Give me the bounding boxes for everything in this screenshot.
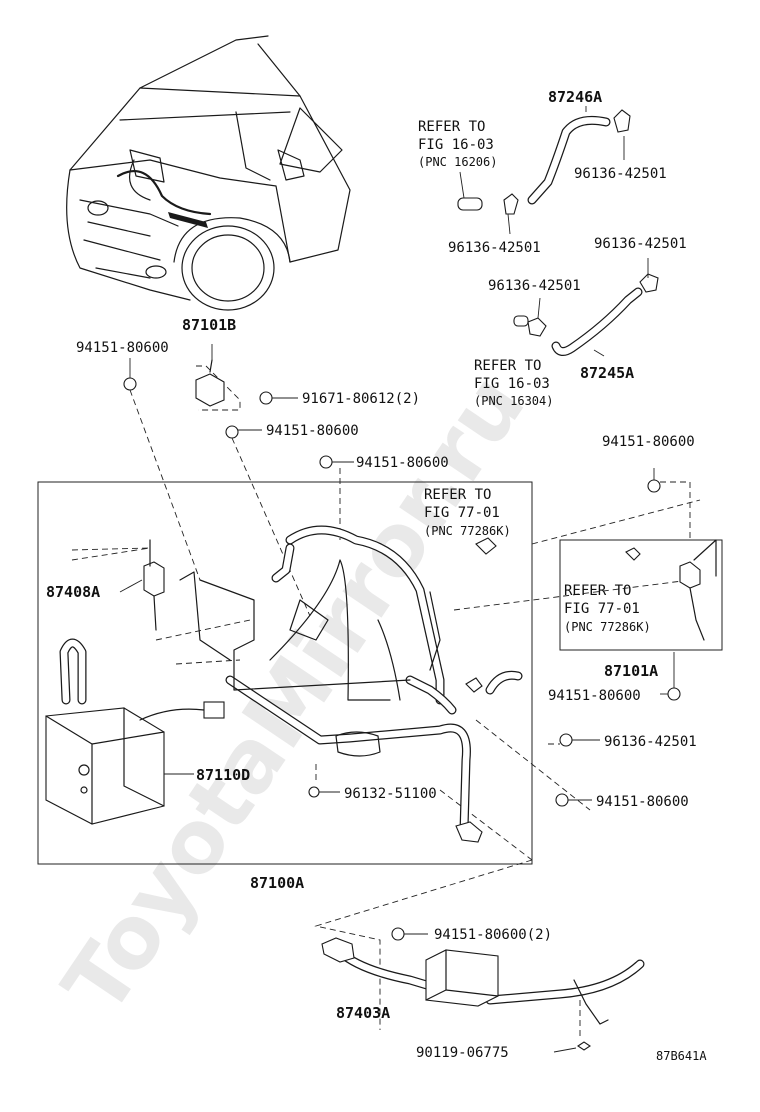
labels: 87246A REFER TO FIG 16-03 (PNC 16206) 96… [46,88,707,1063]
label-94151-d: 94151-80600 [602,434,695,450]
label-refer-7701-a-1: REFER TO [424,487,491,503]
heater-unit-87110D [45,638,225,825]
exhaust-87403A [321,927,645,1053]
label-87403A: 87403A [336,1004,390,1022]
label-94151-f: 94151-80600 [596,794,689,810]
label-87100A: 87100A [250,874,304,892]
label-87101B: 87101B [182,316,236,334]
projection-lines [71,389,701,1040]
label-96136-e: 96136-42501 [604,734,697,750]
label-96136-a: 96136-42501 [574,166,667,182]
label-96132: 96132-51100 [344,786,437,802]
label-87246A: 87246A [548,88,602,106]
label-87245A: 87245A [580,364,634,382]
label-refer-7701-a-2: FIG 77-01 [424,505,500,521]
diagram-code: 87B641A [656,1049,707,1063]
sensor-87101B [123,344,354,469]
label-90119: 90119-06775 [416,1045,509,1061]
label-96136-d: 96136-42501 [488,278,581,294]
hose-87246A [457,109,631,215]
assembly-87101A-frame [559,539,723,651]
label-94151-b: 94151-80600 [266,423,359,439]
label-87110D: 87110D [196,766,250,784]
label-94151-a: 94151-80600 [76,340,169,356]
label-refer-1603-a-3: (PNC 16206) [418,155,497,169]
label-refer-1603-b-2: FIG 16-03 [474,376,550,392]
sensor-87101A [308,468,717,807]
top-right-leaders [459,106,649,357]
label-91671: 91671-80612(2) [302,391,420,407]
label-refer-7701-b-1: REFER TO [564,583,631,599]
label-refer-1603-b-1: REFER TO [474,358,541,374]
label-refer-1603-a-1: REFER TO [418,119,485,135]
hose-87245A [513,273,659,356]
assembly-87100A-frame [37,481,533,865]
label-87101A: 87101A [604,662,658,680]
fuel-pump-87408A [71,539,165,631]
label-94151-c: 94151-80600 [356,455,449,471]
label-refer-7701-b-2: FIG 77-01 [564,601,640,617]
label-refer-1603-a-2: FIG 16-03 [418,137,494,153]
label-refer-1603-b-3: (PNC 16304) [474,394,553,408]
label-87408A: 87408A [46,583,100,601]
label-refer-7701-b-3: (PNC 77286K) [564,620,651,634]
car-illustration [66,35,351,311]
label-refer-7701-a-3: (PNC 77286K) [424,524,511,538]
label-94151-g: 94151-80600(2) [434,927,552,943]
heater-pipes-87100A [179,525,523,843]
label-96136-c: 96136-42501 [594,236,687,252]
label-94151-e: 94151-80600 [548,688,641,704]
label-96136-b: 96136-42501 [448,240,541,256]
